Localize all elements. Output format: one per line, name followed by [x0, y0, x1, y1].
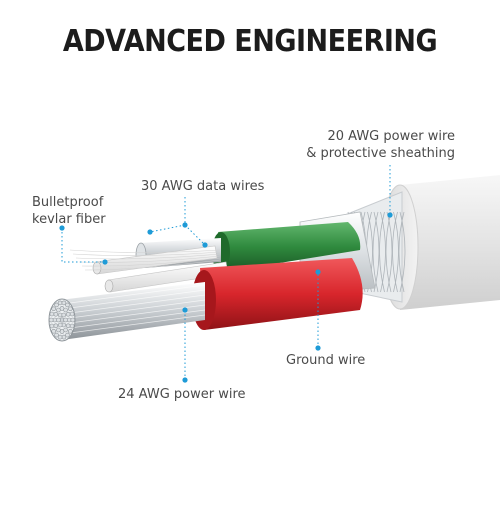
callout-ground-dot-start [315, 345, 321, 351]
callout-kevlar-dot [102, 259, 108, 265]
strand-end [57, 322, 63, 328]
callout-30awg-b [184, 224, 206, 246]
strand-end [56, 327, 61, 333]
strand-end [65, 332, 70, 338]
label-20awg-power-wire: 20 AWG power wire & protective sheathing [300, 128, 455, 162]
strand-end [68, 328, 73, 334]
strand-end [70, 317, 76, 323]
label-20awg-line2: & protective sheathing [306, 146, 455, 161]
strand-end [69, 323, 75, 329]
strand-end [61, 334, 67, 340]
label-20awg-line1: 20 AWG power wire [327, 129, 455, 144]
strand-end [65, 302, 70, 308]
strand-end [51, 328, 57, 334]
strand-end [49, 311, 55, 317]
label-24awg-power-wire: 24 AWG power wire [118, 387, 246, 402]
callout-30awg-c [149, 224, 186, 233]
label-ground-wire: Ground wire [286, 353, 366, 368]
label-kevlar-line2: kevlar fiber [32, 212, 106, 227]
strand-end [63, 307, 68, 313]
callout-24awg-dot-start [182, 377, 188, 383]
page-title: ADVANCED ENGINEERING [62, 24, 438, 59]
strand-end [57, 334, 63, 340]
callout-24awg-dot [182, 307, 188, 313]
strand-end [61, 312, 67, 318]
label-kevlar-line1: Bulletproof [32, 195, 104, 210]
strand-end [48, 317, 54, 323]
callout-30awg-c-dot [147, 229, 153, 235]
strand-end [54, 302, 59, 308]
strand-end [51, 306, 57, 312]
callout-kevlar-dot-start [59, 225, 65, 231]
strand-end [53, 323, 59, 329]
conductor-strands [48, 282, 206, 342]
strand-end [54, 332, 59, 338]
red-power-wire [192, 258, 363, 330]
label-30awg-data-wires: 30 AWG data wires [141, 179, 265, 194]
strand-end [53, 311, 59, 317]
strand-end [61, 300, 67, 306]
strand-end [69, 311, 75, 317]
strand-end [65, 311, 71, 317]
callout-lines [59, 165, 393, 383]
label-kevlar-fiber: Bulletproof kevlar fiber [32, 194, 122, 228]
data-wires [69, 245, 229, 293]
strand-end [68, 306, 73, 312]
strand-end [65, 323, 71, 329]
strand-ends [48, 300, 76, 340]
strand-end [49, 323, 55, 329]
callout-kevlar [61, 228, 105, 263]
strand-end [57, 300, 63, 306]
callout-30awg-b-dot [202, 242, 208, 248]
callout-20awg-dot [387, 212, 393, 218]
callout-ground-dot [315, 269, 321, 275]
